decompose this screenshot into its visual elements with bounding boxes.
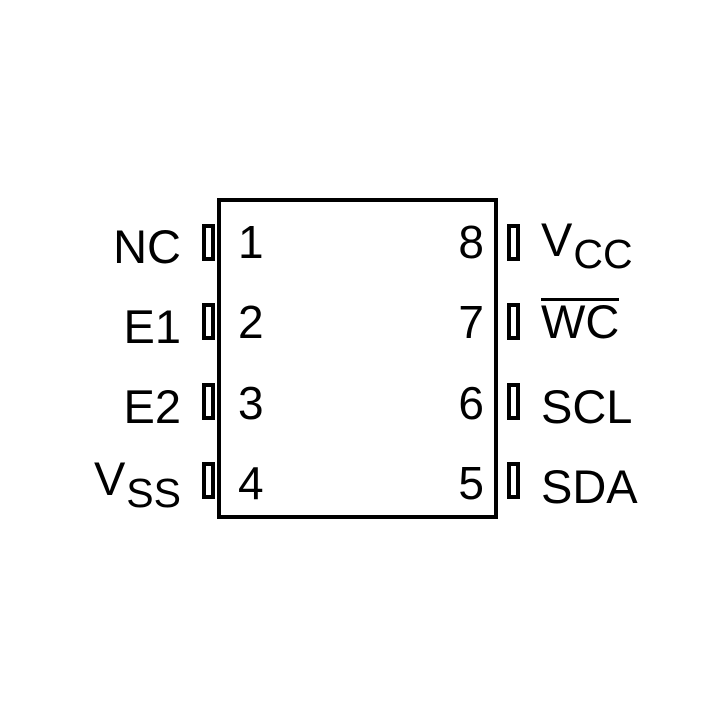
pin-8-number: 8	[458, 216, 484, 268]
pin-5-pad	[507, 462, 520, 499]
pin-3-number: 3	[238, 377, 264, 429]
pin-1-pad	[202, 224, 215, 261]
pin-3-pad	[202, 383, 215, 420]
pin-7-number: 7	[458, 296, 484, 348]
pin-1-number: 1	[238, 216, 264, 268]
pin-6-number: 6	[458, 377, 484, 429]
pin-4-number: 4	[238, 457, 264, 509]
pin-4-pad	[202, 462, 215, 499]
pin-6-label: SCL	[541, 383, 632, 433]
pin-2-name: E1	[123, 300, 182, 353]
pin-1-label: NC	[113, 223, 181, 273]
pin-1-name: NC	[113, 220, 181, 273]
pin-5-label: SDA	[541, 463, 638, 513]
pin-8-pad	[507, 224, 520, 261]
pin-8-name: V	[541, 213, 573, 266]
ic-package-body	[217, 198, 498, 519]
pin-7-label: WC	[541, 295, 620, 348]
pin-2-pad	[202, 303, 215, 340]
pin-7-name: WC	[541, 295, 620, 348]
pin-4-subscript: SS	[126, 470, 181, 516]
pin-8-subscript: CC	[573, 231, 633, 277]
pin-3-name: E2	[123, 380, 182, 433]
pin-6-name: SCL	[541, 380, 633, 433]
pin-5-name: SDA	[541, 460, 638, 513]
pin-6-pad	[507, 383, 520, 420]
pin-8-label: VCC	[541, 213, 633, 277]
pin-5-number: 5	[458, 457, 484, 509]
pin-4-name: V	[93, 452, 126, 505]
pin-4-label: VSS	[93, 452, 181, 516]
pin-7-pad	[507, 303, 520, 340]
pin-2-label: E1	[124, 303, 182, 353]
pin-3-label: E2	[124, 383, 182, 433]
pin-2-number: 2	[238, 296, 264, 348]
